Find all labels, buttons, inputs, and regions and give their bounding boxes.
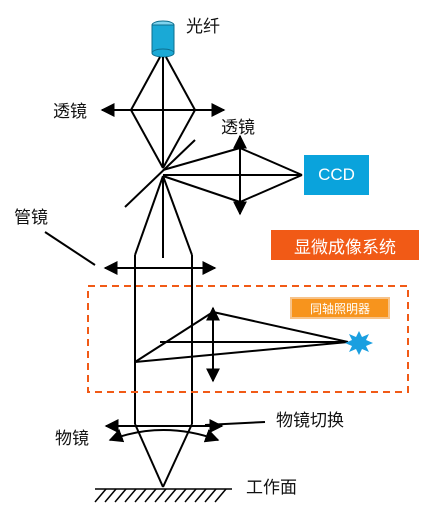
illumination-beam bbox=[134, 311, 349, 363]
system-title: 显微成像系统 bbox=[271, 230, 419, 260]
coaxial-illuminator-frame bbox=[87, 285, 409, 393]
objective-switch-arrow bbox=[108, 429, 220, 443]
objective-switch-pointer bbox=[204, 421, 266, 426]
objective-switch-label: 物镜切换 bbox=[276, 411, 344, 431]
tube-lens-pointer bbox=[44, 231, 96, 266]
beam-splitter bbox=[124, 139, 196, 208]
lower-beam bbox=[134, 423, 193, 488]
upper-beam bbox=[130, 56, 196, 169]
ccd-box: CCD bbox=[304, 155, 369, 195]
coaxial-illumination-label: 同轴照明器 bbox=[290, 297, 390, 319]
work-surface-label: 工作面 bbox=[246, 478, 297, 498]
star-burst-icon bbox=[345, 331, 373, 355]
fiber-label: 光纤 bbox=[186, 17, 220, 37]
lens-right-label: 透镜 bbox=[221, 118, 255, 138]
objective-label: 物镜 bbox=[55, 429, 89, 449]
ccd-beam bbox=[162, 147, 303, 203]
tube bbox=[134, 255, 193, 424]
middle-beam bbox=[134, 175, 193, 258]
tube-lens-label: 管镜 bbox=[14, 208, 48, 228]
work-surface bbox=[94, 488, 232, 503]
lens-left-label: 透镜 bbox=[53, 102, 87, 122]
fiber-icon bbox=[151, 20, 175, 58]
